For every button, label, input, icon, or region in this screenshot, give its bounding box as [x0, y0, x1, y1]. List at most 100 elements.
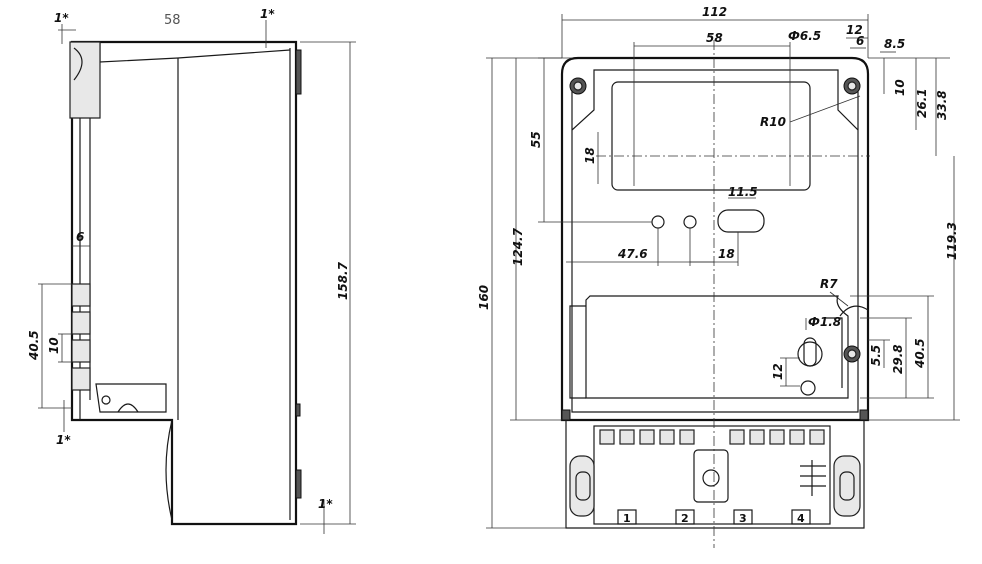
- side-rear-tab-bottom: [295, 469, 302, 499]
- led-hole-2: [683, 215, 697, 229]
- dim-6-top: 6: [856, 34, 864, 48]
- dim-slot-11-5: 11.5: [728, 185, 758, 199]
- corner-tab-right: [859, 409, 869, 421]
- terminal-screw-row: [599, 429, 825, 445]
- side-bracket: [95, 383, 167, 413]
- terminal-block-outline: [565, 420, 865, 529]
- side-terminal-b: [71, 311, 91, 335]
- side-bracket-notch: [117, 403, 139, 413]
- terminal-label-2: 2: [681, 512, 689, 525]
- display-window: [611, 81, 811, 191]
- dim-pitch-10: 10: [47, 337, 61, 354]
- dim-window-18: 18: [583, 147, 597, 164]
- side-clip-curve: [73, 47, 83, 81]
- side-top-curve: [99, 42, 291, 63]
- mount-slot-left: [575, 471, 591, 501]
- dim-height-124-7: 124.7: [511, 227, 525, 266]
- terminal-cover-area: [585, 295, 849, 399]
- dim-top-58: 58: [164, 13, 181, 28]
- terminal-label-3: 3: [739, 512, 747, 525]
- dim-span-40-5: 40.5: [27, 330, 41, 361]
- dim-47-6: 47.6: [617, 247, 648, 261]
- screw-top-left-inner: [573, 81, 583, 91]
- terminal-screw: [749, 429, 765, 445]
- dim-height-160: 160: [477, 285, 491, 310]
- terminal-screw: [659, 429, 675, 445]
- front-body-outline: [560, 56, 870, 422]
- button-slot: [717, 209, 765, 233]
- side-rear-tab-mid: [295, 403, 301, 417]
- dim-width-112: 112: [702, 5, 727, 19]
- front-upper-frame: [571, 69, 859, 131]
- dim-height-158-7: 158.7: [336, 261, 350, 300]
- terminal-screw: [729, 429, 745, 445]
- dim-5-5: 5.5: [869, 345, 883, 366]
- seal-boss: [797, 341, 823, 367]
- tol-left-bottom: 1*: [56, 433, 71, 447]
- center-lug: [693, 449, 729, 503]
- side-top-clip: [69, 41, 101, 119]
- side-bracket-hole: [101, 395, 111, 405]
- side-rear-tab-top: [295, 49, 302, 95]
- arc-r7: [839, 305, 869, 317]
- corner-tab-left: [561, 409, 571, 421]
- terminal-screw: [789, 429, 805, 445]
- dim-29-8: 29.8: [891, 344, 905, 374]
- dim-55: 55: [529, 131, 543, 148]
- dim-33-8: 33.8: [935, 90, 949, 120]
- terminal-box-2: [675, 509, 695, 525]
- mount-ear-right: [833, 455, 861, 517]
- led-hole-1: [651, 215, 665, 229]
- dim-phi-1-8: Ф1.8: [808, 315, 841, 329]
- terminal-screw: [619, 429, 635, 445]
- dim-width-6: 6: [76, 230, 84, 244]
- terminal-label-1: 1: [623, 512, 631, 525]
- dim-8-5: 8.5: [884, 37, 905, 51]
- front-inner-outline: [571, 82, 859, 413]
- cover-left-notch: [569, 305, 586, 399]
- dim-12-lower: 12: [771, 363, 785, 380]
- dim-10-right: 10: [893, 79, 907, 96]
- dim-40-5-right: 40.5: [913, 338, 927, 369]
- dim-r7: R7: [820, 277, 838, 291]
- terminal-label-4: 4: [797, 512, 805, 525]
- side-connector: [800, 460, 826, 496]
- dim-window-58: 58: [706, 31, 723, 45]
- terminal-box-4: [791, 509, 811, 525]
- screw-right-mid-inner: [847, 349, 857, 359]
- side-view: 158.7 58 1* 1* 1* 1* 6 40.5 10: [27, 7, 356, 534]
- center-lug-hole: [702, 469, 720, 487]
- terminal-box-3: [733, 509, 753, 525]
- leader-r10: [789, 95, 861, 123]
- terminal-screw: [639, 429, 655, 445]
- terminal-screw: [809, 429, 825, 445]
- seal-hole-lower: [800, 380, 816, 396]
- leader-r7: [829, 291, 849, 307]
- tol-right-bottom: 1*: [318, 497, 333, 511]
- dim-offset-18: 18: [718, 247, 735, 261]
- side-terminal-c: [71, 339, 91, 363]
- dim-12-top: 12: [846, 23, 863, 37]
- mount-ear-left: [569, 455, 595, 517]
- mount-slot-right: [839, 471, 855, 501]
- dim-height-119-3: 119.3: [945, 222, 959, 260]
- side-lower-cover: [165, 419, 173, 521]
- dim-hole-6-5: Ф6.5: [788, 29, 821, 43]
- side-body-outline: [70, 40, 298, 526]
- screw-top-right-inner: [847, 81, 857, 91]
- seal-slot: [803, 337, 817, 367]
- dim-r10: R10: [760, 115, 786, 129]
- side-terminal-a: [71, 283, 91, 307]
- tol-top-right: 1*: [260, 7, 275, 21]
- front-view: 1 2 3 4 112 58 Ф6.5 12 6 8.5 10 26.1: [477, 5, 960, 548]
- side-terminal-d: [71, 367, 91, 391]
- dim-26-1: 26.1: [915, 88, 929, 118]
- cover-right-step: [826, 317, 843, 388]
- terminal-box-1: [617, 509, 637, 525]
- terminal-screw: [599, 429, 615, 445]
- terminal-screw: [679, 429, 695, 445]
- tol-top-left: 1*: [54, 11, 69, 25]
- terminal-screw: [769, 429, 785, 445]
